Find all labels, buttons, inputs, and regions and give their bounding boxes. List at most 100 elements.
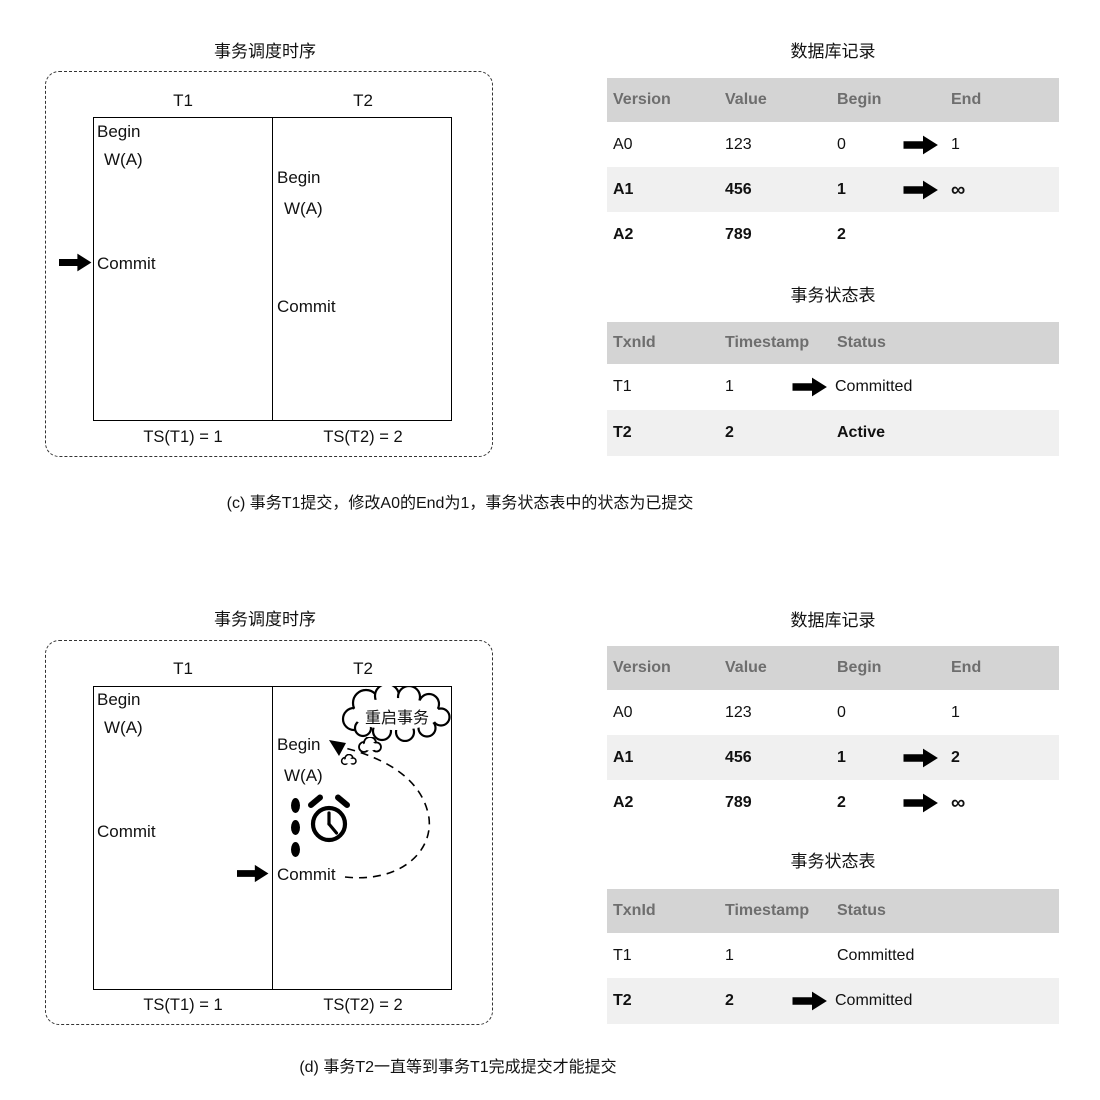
db-cell-begin: 1 bbox=[837, 748, 846, 766]
schedule-frame-d bbox=[45, 640, 493, 1025]
db-header-begin: Begin bbox=[837, 659, 882, 676]
commit-pointer-arrow-icon bbox=[59, 253, 92, 272]
db-cell-end: ∞ bbox=[951, 178, 966, 201]
db-cell-end: 1 bbox=[951, 703, 960, 721]
status-table-title-d: 事务状态表 bbox=[790, 852, 876, 871]
db-header-version: Version bbox=[613, 91, 671, 108]
db-table-title-c: 数据库记录 bbox=[790, 42, 876, 61]
status-row-t2-d: T2 2 Committed bbox=[607, 978, 1059, 1024]
db-header-end: End bbox=[951, 91, 982, 108]
change-arrow-icon bbox=[792, 377, 828, 397]
t1-column-header-c: T1 bbox=[173, 91, 193, 110]
ts2-label-c: TS(T2) = 2 bbox=[323, 428, 403, 446]
alarm-clock-icon bbox=[303, 792, 355, 846]
db-header-row-c: Version Value Begin End bbox=[607, 78, 1059, 122]
t1-write-d: W(A) bbox=[104, 718, 143, 737]
column-divider-c bbox=[272, 117, 274, 420]
commit-pointer-arrow-icon bbox=[237, 864, 269, 883]
db-cell-begin: 0 bbox=[837, 135, 846, 153]
caption-c: (c) 事务T1提交，修改A0的End为1，事务状态表中的状态为已提交 bbox=[226, 495, 694, 512]
db-row-a1-c: A1 456 1 ∞ bbox=[607, 167, 1059, 212]
t2-column-header-c: T2 bbox=[353, 91, 373, 110]
db-cell-begin: 1 bbox=[837, 180, 846, 198]
db-cell-value: 123 bbox=[725, 703, 752, 721]
db-cell-version: A1 bbox=[613, 180, 634, 198]
db-cell-version: A2 bbox=[613, 793, 634, 811]
status-cell-txnid: T1 bbox=[613, 946, 632, 964]
caption-d: (d) 事务T2一直等到事务T1完成提交才能提交 bbox=[299, 1059, 617, 1076]
change-arrow-icon bbox=[903, 748, 939, 768]
t1-commit-c: Commit bbox=[97, 254, 156, 273]
status-cell-timestamp: 1 bbox=[725, 946, 734, 964]
db-cell-begin: 2 bbox=[837, 225, 846, 243]
db-cell-value: 789 bbox=[725, 793, 752, 811]
wait-dot-icon bbox=[291, 798, 300, 813]
ts1-label-d: TS(T1) = 1 bbox=[143, 996, 223, 1014]
status-header-txnid: TxnId bbox=[613, 902, 656, 919]
db-cell-end: 2 bbox=[951, 748, 960, 766]
thought-puff-icon bbox=[340, 754, 357, 766]
t2-write-d: W(A) bbox=[284, 766, 323, 785]
status-row-t2-c: T2 2 Active bbox=[607, 410, 1059, 456]
column-divider-d bbox=[272, 686, 274, 989]
thought-puff-icon bbox=[357, 737, 383, 754]
change-arrow-icon bbox=[903, 180, 939, 200]
status-cell-timestamp: 2 bbox=[725, 992, 734, 1009]
db-table-title-d: 数据库记录 bbox=[790, 611, 876, 630]
status-header-timestamp: Timestamp bbox=[725, 902, 810, 919]
t2-commit-c: Commit bbox=[277, 297, 336, 316]
db-row-a1-d: A1 456 1 2 bbox=[607, 735, 1059, 780]
change-arrow-icon bbox=[903, 793, 939, 813]
wait-dot-icon bbox=[291, 842, 300, 857]
status-cell-timestamp: 1 bbox=[725, 378, 734, 395]
status-header-status: Status bbox=[837, 902, 886, 919]
db-cell-value: 456 bbox=[725, 748, 752, 766]
restart-transaction-label: 重启事务 bbox=[364, 710, 429, 727]
db-header-value: Value bbox=[725, 659, 767, 676]
db-cell-value: 456 bbox=[725, 180, 752, 198]
status-cell-status: Committed bbox=[835, 992, 913, 1009]
status-cell-timestamp: 2 bbox=[725, 424, 734, 441]
status-header-row-d: TxnId Timestamp Status bbox=[607, 889, 1059, 933]
db-cell-value: 789 bbox=[725, 225, 752, 243]
restart-dashed-arrow bbox=[265, 730, 465, 890]
db-cell-begin: 2 bbox=[837, 793, 846, 811]
status-cell-status: Active bbox=[837, 424, 886, 441]
db-header-end: End bbox=[951, 659, 982, 676]
db-header-row-d: Version Value Begin End bbox=[607, 646, 1059, 690]
t1-begin-c: Begin bbox=[97, 122, 141, 141]
status-cell-status: Committed bbox=[835, 378, 913, 395]
db-cell-version: A0 bbox=[613, 703, 633, 721]
t2-column-header-d: T2 bbox=[353, 659, 373, 678]
db-cell-value: 123 bbox=[725, 135, 752, 153]
db-row-a0-d: A0 123 0 1 bbox=[607, 690, 1059, 735]
t2-commit-d: Commit bbox=[277, 865, 336, 884]
db-cell-end: 1 bbox=[951, 135, 960, 153]
db-row-a0-c: A0 123 0 1 bbox=[607, 122, 1059, 167]
db-row-a2-d: A2 789 2 ∞ bbox=[607, 780, 1059, 825]
status-cell-status: Committed bbox=[837, 946, 915, 964]
thought-cloud bbox=[337, 686, 455, 742]
status-row-t1-d: T1 1 Committed bbox=[607, 933, 1059, 978]
status-header-row-c: TxnId Timestamp Status bbox=[607, 322, 1059, 364]
t2-begin-c: Begin bbox=[277, 168, 321, 187]
schedule-title-c: 事务调度时序 bbox=[214, 42, 316, 61]
status-cell-txnid: T2 bbox=[613, 424, 632, 441]
wait-dot-icon bbox=[291, 820, 300, 835]
ts1-label-c: TS(T1) = 1 bbox=[143, 428, 223, 446]
change-arrow-icon bbox=[792, 991, 828, 1011]
t1-column-header-d: T1 bbox=[173, 659, 193, 678]
db-row-a2-c: A2 789 2 bbox=[607, 212, 1059, 257]
status-row-t1-c: T1 1 Committed bbox=[607, 364, 1059, 410]
db-cell-version: A2 bbox=[613, 225, 634, 243]
db-cell-version: A1 bbox=[613, 748, 634, 766]
status-cell-txnid: T1 bbox=[613, 378, 632, 395]
status-table-title-c: 事务状态表 bbox=[790, 286, 876, 305]
db-cell-begin: 0 bbox=[837, 703, 846, 721]
t2-begin-d: Begin bbox=[277, 735, 321, 754]
db-cell-end: ∞ bbox=[951, 791, 966, 814]
schedule-title-d: 事务调度时序 bbox=[214, 610, 316, 629]
status-cell-txnid: T2 bbox=[613, 992, 632, 1009]
change-arrow-icon bbox=[903, 135, 939, 155]
status-header-txnid: TxnId bbox=[613, 334, 656, 351]
